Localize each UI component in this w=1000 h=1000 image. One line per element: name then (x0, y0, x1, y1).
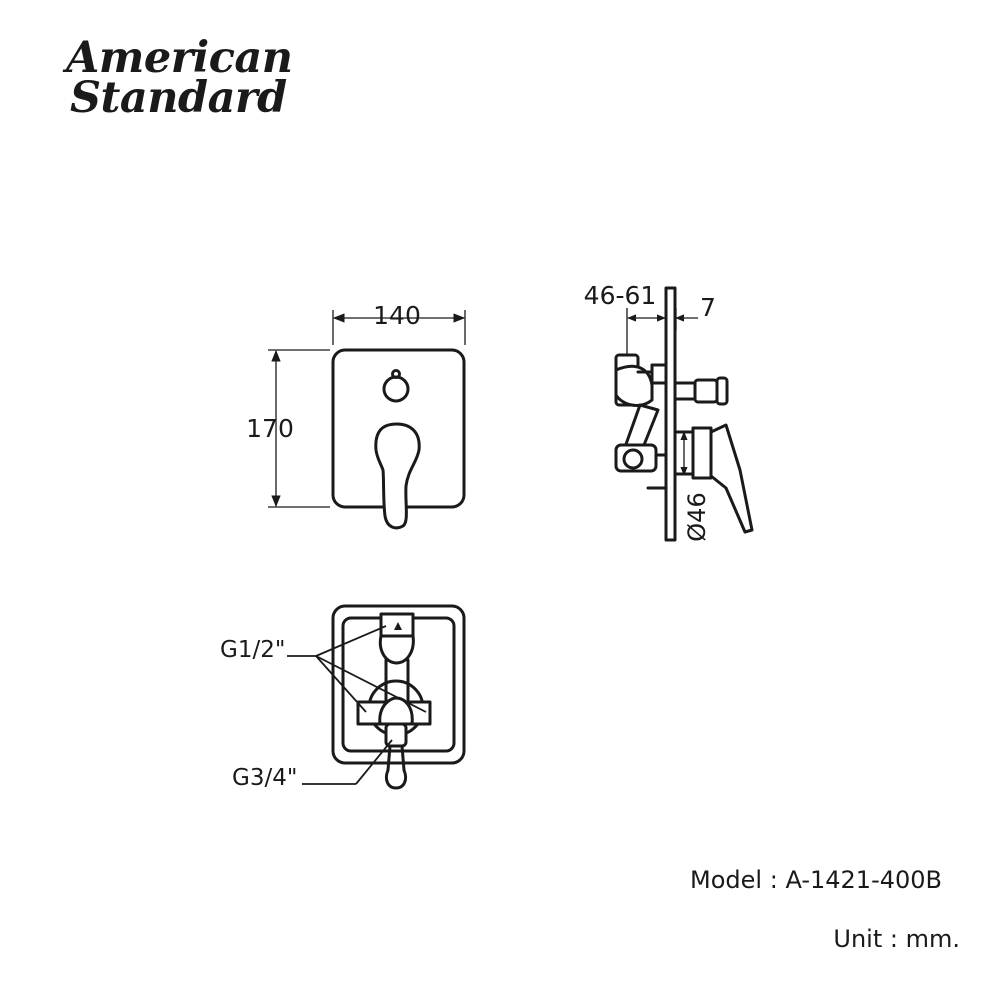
rear-plate-outer (331, 604, 466, 765)
lever-handle (374, 422, 421, 530)
unit-line: Unit : mm. (833, 925, 960, 953)
unit-value: mm. (905, 925, 960, 953)
diagonal-pipe (623, 403, 660, 452)
depth-label: 46-61 (584, 281, 657, 310)
model-value: A-1421-400B (785, 866, 942, 894)
brand-name-line2: Standard (70, 73, 287, 123)
inlet-leader-right (315, 655, 427, 713)
brand-name-line1: American (66, 33, 293, 83)
front-view: 140 170 (246, 301, 466, 530)
diverter-knob (382, 375, 410, 403)
height-label: 170 (246, 414, 294, 443)
body-stem-nut (650, 363, 668, 385)
inlet-connection-label: G1/2" (220, 637, 285, 663)
valve-body-elbow (614, 364, 654, 407)
rear-view: G1/2" G3/4" (220, 604, 466, 791)
inlet-leader-left (315, 655, 367, 713)
top-inlet-body (378, 634, 415, 665)
width-label: 140 (373, 301, 421, 330)
inlet-leader-top (315, 625, 387, 657)
side-cover-plate (664, 286, 677, 542)
model-label: Model (690, 866, 763, 894)
side-handle-body (691, 426, 713, 480)
diameter-label: Ø46 (683, 492, 711, 541)
model-separator: : (769, 866, 778, 894)
side-view: 46-61 7 Ø46 (584, 281, 754, 542)
side-knob-body (693, 378, 719, 404)
bottom-outlet-loop (384, 768, 408, 790)
bottom-outlet-left (386, 744, 392, 772)
diverter-knob-pin (391, 369, 401, 379)
bottom-outlet-right (400, 744, 406, 772)
outlet-connection-label: G3/4" (232, 765, 297, 791)
unit-label: Unit (833, 925, 883, 953)
side-knob-base (673, 381, 697, 401)
outlet-port (622, 448, 644, 470)
model-line: Model : A-1421-400B (690, 866, 942, 894)
side-knob-cap (715, 376, 729, 406)
inlet-marker (394, 622, 402, 630)
brand-logo: American Standard (66, 33, 293, 123)
outlet-leader-diagonal (355, 739, 393, 785)
plate-label: 7 (700, 293, 716, 322)
mixer-body (378, 696, 414, 726)
unit-separator: : (889, 925, 898, 953)
side-lever-handle (709, 423, 754, 534)
